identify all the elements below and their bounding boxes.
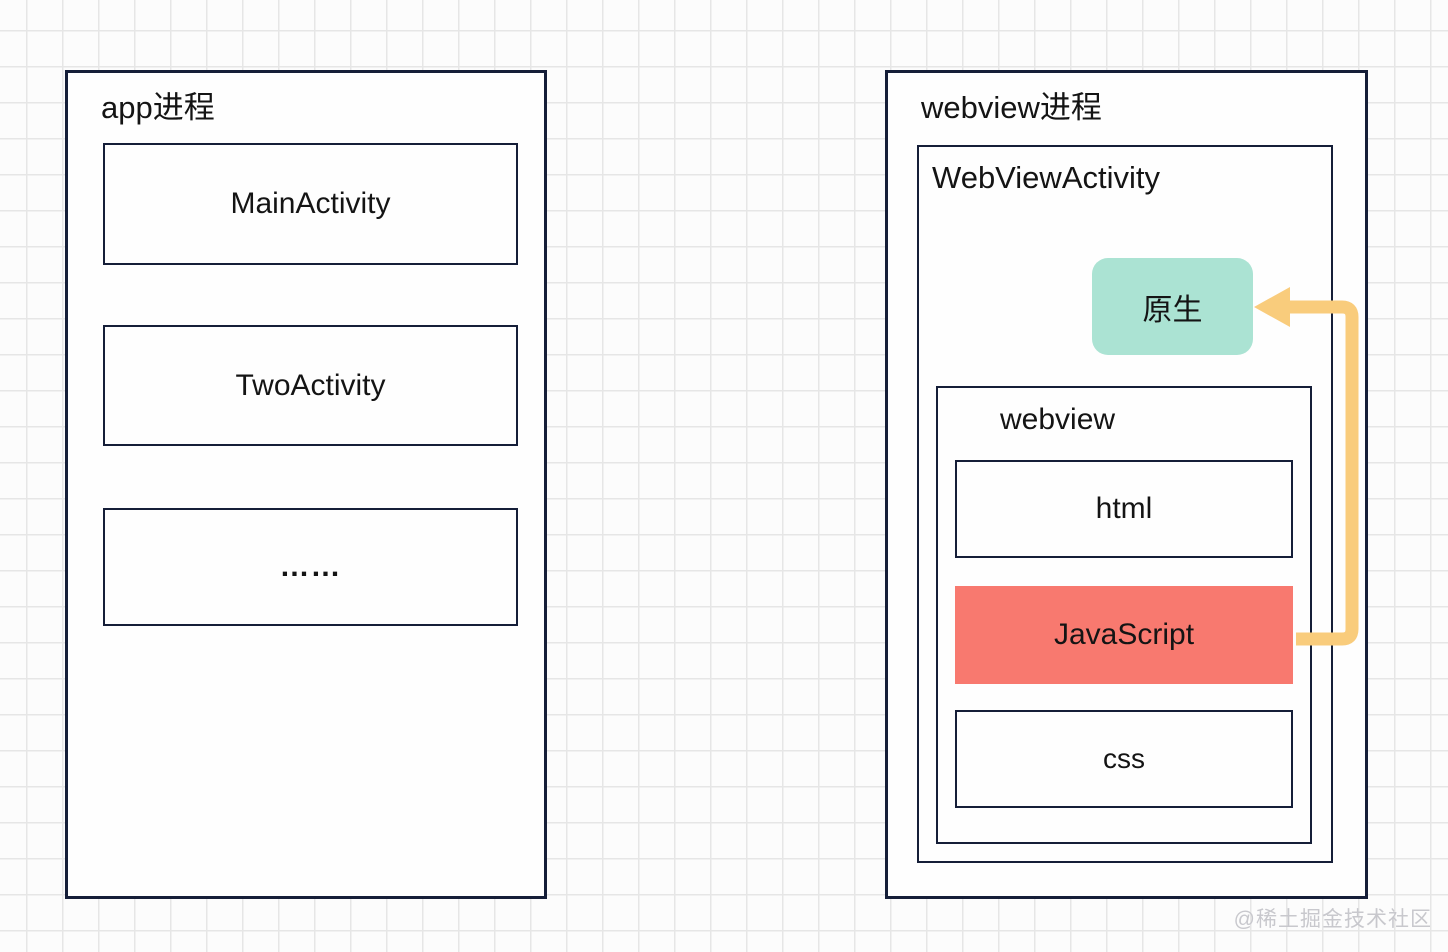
activity-label: …… — [279, 550, 342, 583]
activity-label: MainActivity — [230, 187, 391, 220]
webview-process-title: webview进程 — [921, 90, 1102, 125]
webview-box-title: webview — [1000, 403, 1116, 436]
html-layer-box: html — [955, 460, 1293, 558]
webview-process-box: webview进程 WebViewActivity 原生 webview htm… — [885, 70, 1368, 899]
webview-box: webview html JavaScript css — [936, 386, 1312, 844]
webview-activity-title: WebViewActivity — [932, 160, 1160, 195]
layer-label: JavaScript — [1053, 618, 1195, 651]
webview-activity-box: WebViewActivity 原生 webview html JavaScri… — [917, 145, 1333, 863]
watermark-text: @稀土掘金技术社区 — [1233, 908, 1432, 931]
native-box: 原生 — [1092, 258, 1253, 355]
activity-box-mainactivity: MainActivity — [103, 143, 518, 265]
activity-box-ellipsis: …… — [103, 508, 518, 626]
javascript-layer-box: JavaScript — [955, 586, 1293, 684]
activity-label: TwoActivity — [235, 368, 386, 402]
css-layer-box: css — [955, 710, 1293, 808]
layer-label: html — [1095, 492, 1153, 525]
native-label: 原生 — [1142, 293, 1203, 327]
activity-box-twoactivity: TwoActivity — [103, 325, 518, 446]
app-process-title: app进程 — [101, 90, 215, 125]
app-process-box: app进程 MainActivity TwoActivity …… — [65, 70, 547, 899]
layer-label: css — [1103, 743, 1145, 774]
